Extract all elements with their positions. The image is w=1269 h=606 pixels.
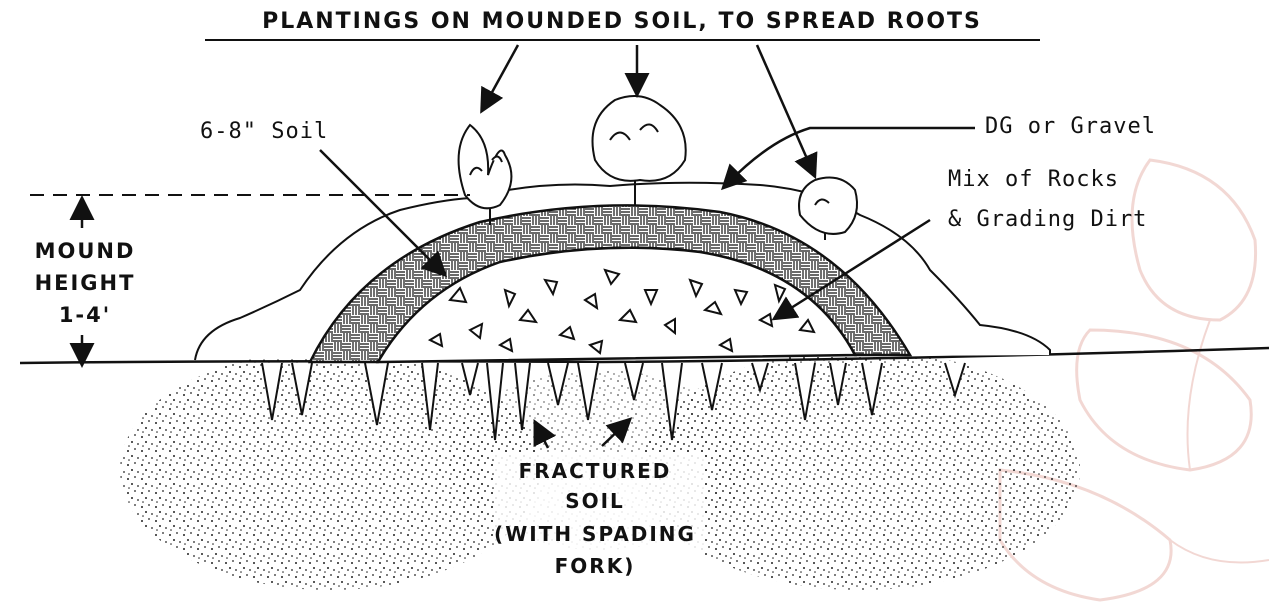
label-dg-gravel: DG or Gravel	[985, 114, 1156, 139]
diagram-title: PLANTINGS ON MOUNDED SOIL, TO SPREAD ROO…	[262, 9, 982, 34]
label-mix-line2: & Grading Dirt	[948, 207, 1147, 232]
label-fractured-line3: (WITH SPADING	[494, 522, 696, 546]
label-soil-depth: 6-8" Soil	[200, 119, 328, 144]
label-fractured-line1: FRACTURED	[519, 459, 672, 483]
label-mound-line2: HEIGHT	[35, 271, 136, 295]
label-fractured-line4: FORK)	[555, 554, 636, 578]
label-mound-line1: MOUND	[35, 239, 136, 263]
label-mix-line1: Mix of Rocks	[948, 167, 1119, 192]
label-fractured-line2: SOIL	[565, 489, 625, 513]
arrow-icon	[728, 128, 975, 183]
label-mound-line3: 1-4'	[59, 303, 111, 327]
